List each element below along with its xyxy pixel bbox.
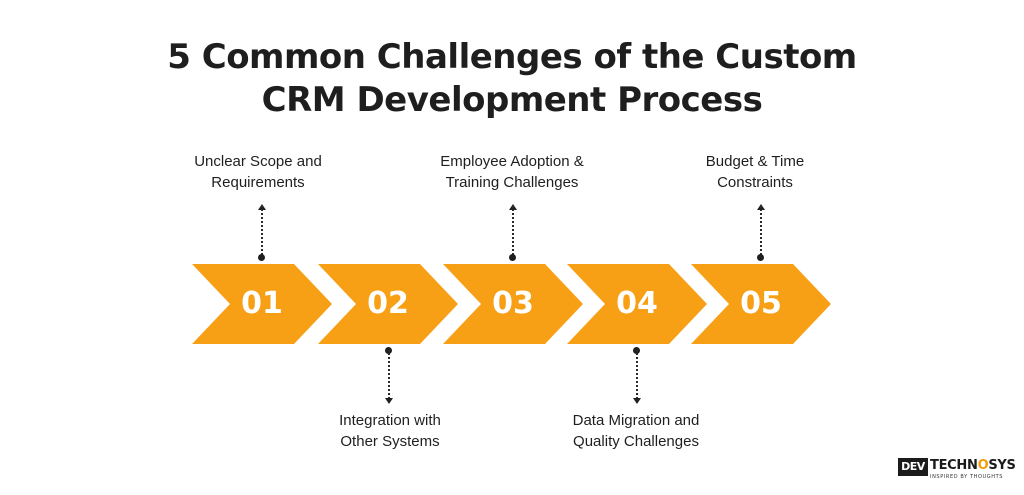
connector-dot	[258, 254, 265, 261]
title-line-1: 5 Common Challenges of the Custom	[167, 37, 857, 77]
connector-01	[257, 204, 267, 261]
connector-02	[384, 347, 394, 404]
step-label-02: Integration with Other Systems	[339, 412, 441, 450]
logo-box: DEV	[898, 458, 928, 476]
step-number: 04	[616, 286, 658, 321]
step-chevron-02: 02	[318, 264, 458, 344]
step-number: 03	[492, 286, 534, 321]
step-chevron-04: 04	[567, 264, 707, 344]
logo-tagline: INSPIRED BY THOUGHTS	[930, 474, 1004, 480]
arrow-down-icon	[633, 398, 641, 404]
step-label-01: Unclear Scope and Requirements	[194, 153, 322, 191]
logo-name: TECHNOSYS	[930, 458, 1016, 473]
connector-dot	[509, 254, 516, 261]
step-number: 02	[367, 286, 409, 321]
step-label-03: Employee Adoption & Training Challenges	[440, 153, 584, 191]
step-label-05: Budget & Time Constraints	[705, 153, 805, 191]
arrow-down-icon	[385, 398, 393, 404]
step-chevron-05: 05	[691, 264, 831, 344]
step-chevron-01: 01	[192, 264, 332, 344]
connector-dot	[757, 254, 764, 261]
step-number: 05	[740, 286, 782, 321]
title-line-2: CRM Development Process	[261, 80, 763, 120]
brand-logo: DEV TECHNOSYS INSPIRED BY THOUGHTS	[898, 458, 1016, 480]
page-title: 5 Common Challenges of the Custom CRM De…	[0, 36, 1024, 122]
step-chevron-03: 03	[443, 264, 583, 344]
connector-05	[756, 204, 766, 261]
connector-03	[508, 204, 518, 261]
connector-04	[632, 347, 642, 404]
step-label-04: Data Migration and Quality Challenges	[572, 412, 700, 450]
step-number: 01	[241, 286, 283, 321]
